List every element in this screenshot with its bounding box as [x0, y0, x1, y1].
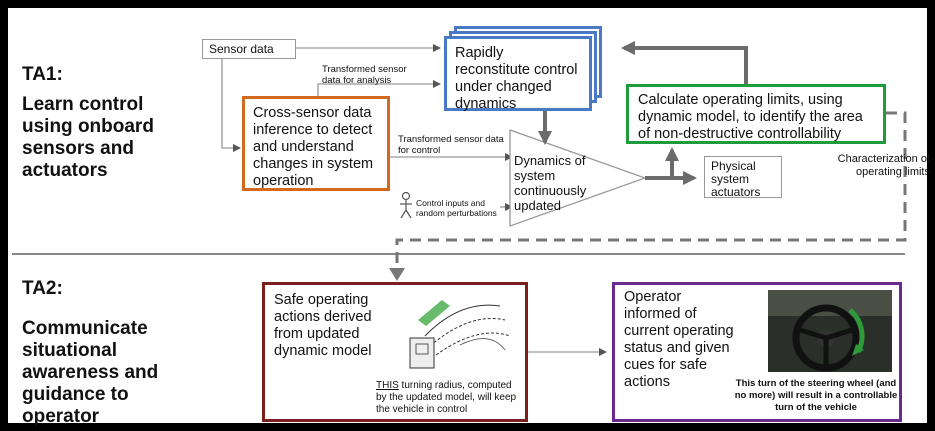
operator-informed-text: Operator informed of current operating s…: [624, 289, 734, 390]
label-transformed-control: Transformed sensor data for control: [398, 134, 504, 156]
characterization-arrowhead: [389, 268, 405, 281]
operator-figure: [400, 191, 412, 219]
turning-radius-emphasis: THIS: [376, 380, 399, 391]
ta2-title: TA2:: [22, 278, 63, 299]
safe-actions-frame: [262, 282, 528, 422]
rapid-reconstitute-node: Rapidly reconstitute control under chang…: [444, 36, 592, 112]
edge-sensor-to-cross: [221, 58, 241, 152]
calculate-limits-node: Calculate operating limits, using dynami…: [626, 84, 886, 144]
cross-sensor-node: Cross-sensor data inference to detect an…: [242, 96, 390, 191]
turning-radius-rest: turning radius, computed by the updated …: [376, 380, 517, 415]
edge-calculate-to-rapid: [621, 41, 748, 85]
label-transformed-analysis: Transformed sensor data for analysis: [322, 64, 407, 86]
ta1-subtitle: Learn control using onboard sensors and …: [22, 94, 154, 181]
operator-frame: [612, 282, 902, 422]
dynamics-label: Dynamics of system continuously updated: [514, 153, 587, 213]
steering-caption: This turn of the steering wheel (and no …: [734, 378, 898, 413]
sensor-data-node: Sensor data: [202, 39, 296, 59]
turning-radius-illustration: [409, 300, 511, 369]
ta1-title: TA1:: [22, 64, 63, 85]
physical-actuators-node: Physical system actuators: [704, 156, 782, 199]
label-control-inputs: Control inputs and random perturbations: [416, 198, 497, 218]
edge-characterization: [395, 111, 907, 270]
dynamics-triangle: [509, 129, 647, 227]
label-characterization: Characterization of operating limits: [837, 153, 930, 178]
turning-radius-caption: THIS turning radius, computed by the upd…: [376, 380, 522, 416]
edge-cross-to-rapid: [317, 80, 441, 97]
steering-wheel-photo: [768, 290, 892, 372]
ta2-subtitle: Communicate situational awareness and gu…: [22, 318, 159, 427]
safe-actions-text: Safe operating actions derived from upda…: [274, 292, 372, 359]
